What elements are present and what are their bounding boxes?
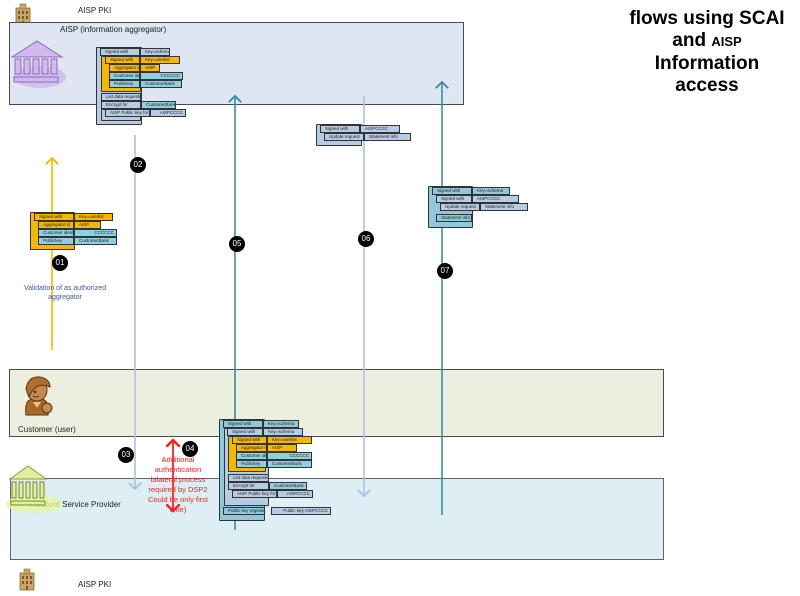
validation-note: Validation of as authorized aggregator <box>10 284 120 302</box>
block-key: Update request <box>324 133 364 141</box>
building-icon <box>17 567 37 591</box>
title-line-1: flows using SCAI <box>629 8 785 29</box>
block-key: Customer identifier <box>109 72 140 80</box>
additional-auth-note: Additional authentication bilateral proc… <box>142 455 214 515</box>
block-value: CustomerBank <box>269 482 307 490</box>
block-value: Key=schema <box>263 428 303 436</box>
title-line-4: access <box>675 75 739 96</box>
block-key: Signed with <box>436 195 472 203</box>
pki-bottom-label: AISP PKI <box>78 580 112 589</box>
block-stack-asp-request: Signed with Key=schema Signed with Key=s… <box>219 419 339 524</box>
block-stack-step07: Signed with Key=schema Signed with AISPC… <box>428 186 538 231</box>
block-value: Key=userlist <box>267 436 312 444</box>
block-value: AISP <box>267 444 297 452</box>
block-value: Statement info <box>480 203 528 211</box>
step-badge-01: 01 <box>52 255 68 271</box>
lane-asp-label: Account Service Provider <box>31 500 121 509</box>
auth-note-line: required by DSP2 <box>148 485 208 494</box>
block-value: CCCCCC <box>74 229 117 237</box>
block-key: Encrypt for <box>101 101 141 109</box>
block-value: AISPCCCC <box>360 125 400 133</box>
block-key: Signed with <box>34 213 74 221</box>
bank-icon <box>10 39 66 91</box>
block-key: Signed with <box>232 436 267 444</box>
block-value: Public key AISPCCCC <box>271 507 331 515</box>
lane-aisp: AISP (information aggregator) <box>9 22 464 105</box>
block-key: AISP Public key for <box>105 109 150 117</box>
step-badge-07: 07 <box>437 263 453 279</box>
block-value: AISP <box>74 221 101 229</box>
block-key: Publickey <box>38 237 74 245</box>
lane-customer-label: Customer (user) <box>18 425 76 434</box>
block-value: AISPCCCC <box>150 109 186 117</box>
step-badge-06: 06 <box>358 231 374 247</box>
block-stack-aisp-request: Signed with Key=schema Signed with Key=u… <box>96 47 196 127</box>
block-key: Signed with <box>105 56 140 64</box>
block-value: Key=schema <box>140 48 170 56</box>
lane-aisp-label: AISP (information aggregator) <box>60 25 167 34</box>
title-line-2-aisp: AISP <box>711 34 742 49</box>
title-line-2: and AISP <box>612 30 800 53</box>
block-key: Aggregator id <box>236 444 267 452</box>
auth-note-line: authentication <box>154 465 202 474</box>
block-key: Aggregator id <box>38 221 74 229</box>
block-value: CustomerBank <box>140 80 182 88</box>
step-badge-04: 04 <box>182 441 198 457</box>
lane-asp: Account Service Provider <box>10 478 664 560</box>
block-value: Key=schema <box>263 420 299 428</box>
block-key: Encrypt for <box>228 482 269 490</box>
block-value: Statement info <box>364 133 411 141</box>
block-stack-step06: Signed with AISPCCCC Update request Stat… <box>316 124 416 149</box>
block-value: CustomerBank <box>267 460 312 468</box>
auth-note-line: time) <box>169 505 187 514</box>
block-value: CustomerBank <box>141 101 176 109</box>
lane-customer: Customer (user) <box>9 369 664 437</box>
title-line-2-prefix: and <box>672 30 712 51</box>
step-badge-02: 02 <box>130 157 146 173</box>
block-value: AISP <box>140 64 160 72</box>
user-avatar-icon <box>20 375 54 419</box>
block-value: Key=userlist <box>74 213 113 221</box>
block-value: CCCCCC <box>140 72 183 80</box>
block-key: Update request <box>440 203 480 211</box>
step-badge-03: 03 <box>118 447 134 463</box>
block-key: Signed with <box>432 187 472 195</box>
block-key: Customer identifier <box>38 229 74 237</box>
block-key: Customer identifier <box>236 452 267 460</box>
title-line-3: Information <box>654 53 760 74</box>
block-value: CCCCCC <box>267 452 312 460</box>
block-key: Signed with <box>227 428 263 436</box>
block-key: Publickey <box>236 460 267 468</box>
block-key: Public key registered <box>223 507 265 515</box>
block-stack-step01: Signed with Key=userlist Aggregator id A… <box>30 212 120 252</box>
block-key: Statement info <box>436 214 472 222</box>
auth-note-line: Additional <box>161 455 195 464</box>
block-key: Publickey <box>109 80 140 88</box>
validation-note-line: aggregator <box>48 294 82 301</box>
block-key: Signed with <box>320 125 360 133</box>
block-key: AISP Public key for <box>232 490 277 498</box>
auth-note-line: Could be only first <box>147 495 209 504</box>
block-key: Signed with <box>223 420 263 428</box>
pki-top-label: AISP PKI <box>78 6 112 15</box>
validation-note-line: Validation of as authorized <box>24 285 106 292</box>
auth-note-line: bilateral process <box>150 475 206 484</box>
block-value: CustomerBank <box>74 237 117 245</box>
block-value: AISPCCCC <box>277 490 313 498</box>
bank-icon <box>6 464 66 514</box>
block-value: Key=userlist <box>140 56 180 64</box>
block-key: Signed with <box>100 48 140 56</box>
block-key: List data requested <box>101 93 141 101</box>
block-key: List data requested <box>228 474 269 482</box>
block-value: Key=schema <box>472 187 510 195</box>
diagram-title: flows using SCAI and AISP Information ac… <box>612 8 800 97</box>
block-value: AISPCCCC <box>472 195 519 203</box>
block-key: Aggregator id <box>109 64 140 72</box>
step-badge-05: 05 <box>229 236 245 252</box>
